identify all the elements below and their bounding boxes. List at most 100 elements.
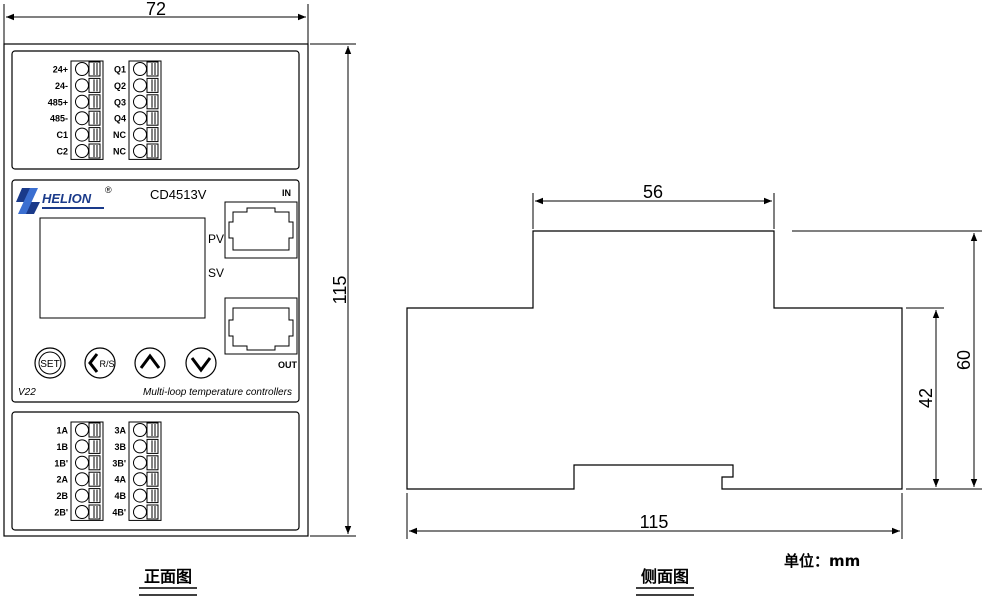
terminal-right-6: 4B' bbox=[112, 504, 159, 520]
terminal-label: 24+ bbox=[53, 65, 68, 75]
side-view: 56 115 42 60 bbox=[406, 182, 982, 539]
terminal-label: 24- bbox=[55, 81, 68, 91]
wire-slot-icon bbox=[88, 438, 101, 454]
down-button[interactable] bbox=[185, 347, 217, 379]
terminal-label: 3A bbox=[114, 426, 126, 436]
screw-icon bbox=[133, 505, 147, 519]
wire-slot-icon bbox=[146, 94, 159, 110]
terminal-label: 485+ bbox=[48, 97, 68, 107]
terminal-left-4: 2A bbox=[56, 471, 101, 487]
wire-slot-icon bbox=[146, 61, 159, 77]
screw-icon bbox=[133, 423, 147, 437]
wire-slot-icon bbox=[88, 77, 101, 93]
svg-text:R/S: R/S bbox=[99, 359, 114, 369]
wire-slot-icon bbox=[88, 61, 101, 77]
screw-icon bbox=[133, 488, 147, 503]
terminal-right-3: Q3 bbox=[114, 94, 159, 110]
side-top-dim-text: 56 bbox=[643, 182, 663, 202]
terminal-label: NC bbox=[113, 147, 126, 157]
terminal-label: C1 bbox=[56, 130, 68, 140]
screw-icon bbox=[75, 144, 89, 158]
terminal-left-6: C2 bbox=[56, 143, 101, 159]
screw-icon bbox=[133, 94, 147, 109]
screw-icon bbox=[133, 439, 147, 454]
wire-slot-icon bbox=[146, 488, 159, 504]
wire-slot-icon bbox=[146, 455, 159, 471]
chevron-up-icon bbox=[139, 353, 161, 369]
screw-icon bbox=[133, 472, 147, 487]
set-button[interactable]: SET bbox=[34, 347, 66, 379]
wire-slot-icon bbox=[88, 422, 101, 438]
screw-icon bbox=[133, 111, 147, 126]
tagline: Multi-loop temperature controllers bbox=[143, 387, 292, 398]
terminal-right-6: NC bbox=[113, 143, 159, 159]
terminal-label: Q4 bbox=[114, 114, 126, 124]
screw-icon bbox=[75, 439, 89, 454]
version-label: V22 bbox=[18, 387, 36, 398]
side-caption: 侧面图 bbox=[641, 567, 689, 586]
terminal-left-2: 1B bbox=[56, 438, 101, 454]
terminal-right-2: Q2 bbox=[114, 77, 159, 93]
port-out-label: OUT bbox=[278, 360, 298, 370]
chevron-down-icon bbox=[190, 357, 212, 373]
screw-icon bbox=[75, 127, 89, 142]
terminal-label: 3B' bbox=[112, 458, 126, 468]
model-name: CD4513V bbox=[150, 187, 207, 202]
terminal-label: 4A bbox=[114, 475, 126, 485]
screw-icon bbox=[75, 472, 89, 487]
wire-slot-icon bbox=[146, 77, 159, 93]
sv-label: SV bbox=[208, 266, 224, 280]
terminal-label: 2B' bbox=[54, 508, 68, 518]
terminal-label: Q3 bbox=[114, 97, 126, 107]
screw-icon bbox=[133, 62, 147, 76]
up-button[interactable] bbox=[134, 347, 166, 379]
terminal-left-5: 2B bbox=[56, 488, 101, 504]
wire-slot-icon bbox=[146, 471, 159, 487]
wire-slot-icon bbox=[88, 488, 101, 504]
screw-icon bbox=[75, 423, 89, 437]
screw-icon bbox=[133, 144, 147, 158]
rj45-port-in bbox=[224, 201, 298, 259]
front-height-dim-text: 115 bbox=[330, 276, 350, 305]
terminal-left-3: 1B' bbox=[54, 455, 101, 471]
terminal-right-1: 3A bbox=[114, 422, 159, 438]
terminal-label: C2 bbox=[56, 147, 68, 157]
screw-icon bbox=[75, 505, 89, 519]
side-profile-outline bbox=[406, 230, 903, 490]
terminal-left-1: 1A bbox=[56, 422, 101, 438]
screw-icon bbox=[75, 78, 89, 93]
pv-label: PV bbox=[208, 232, 224, 246]
terminal-right-1: Q1 bbox=[114, 61, 159, 77]
screw-icon bbox=[75, 111, 89, 126]
terminal-left-4: 485- bbox=[50, 110, 101, 126]
wire-slot-icon bbox=[88, 471, 101, 487]
terminal-right-4: Q4 bbox=[114, 110, 159, 126]
wire-slot-icon bbox=[88, 143, 101, 159]
terminal-left-5: C1 bbox=[56, 127, 101, 143]
screw-icon bbox=[133, 78, 147, 93]
side-total-height-dim-text: 60 bbox=[954, 350, 974, 370]
wire-slot-icon bbox=[146, 504, 159, 520]
terminal-left-3: 485+ bbox=[48, 94, 101, 110]
bottom-terminal-panel bbox=[11, 411, 300, 531]
screw-icon bbox=[75, 455, 89, 470]
wire-slot-icon bbox=[146, 143, 159, 159]
wire-slot-icon bbox=[88, 455, 101, 471]
screw-icon bbox=[75, 94, 89, 109]
terminal-label: 485- bbox=[50, 114, 68, 124]
terminal-left-2: 24- bbox=[55, 77, 101, 93]
wire-slot-icon bbox=[88, 110, 101, 126]
run-stop-button[interactable]: R/S bbox=[84, 347, 116, 379]
terminal-right-4: 4A bbox=[114, 471, 159, 487]
terminal-left-6: 2B' bbox=[54, 504, 101, 520]
unit-note: 单位：mm bbox=[784, 552, 860, 570]
terminal-label: 2A bbox=[56, 475, 68, 485]
brand-name: HELION bbox=[42, 191, 92, 206]
terminal-label: Q1 bbox=[114, 65, 126, 75]
terminal-label: 1B' bbox=[54, 458, 68, 468]
terminal-right-2: 3B bbox=[114, 438, 159, 454]
